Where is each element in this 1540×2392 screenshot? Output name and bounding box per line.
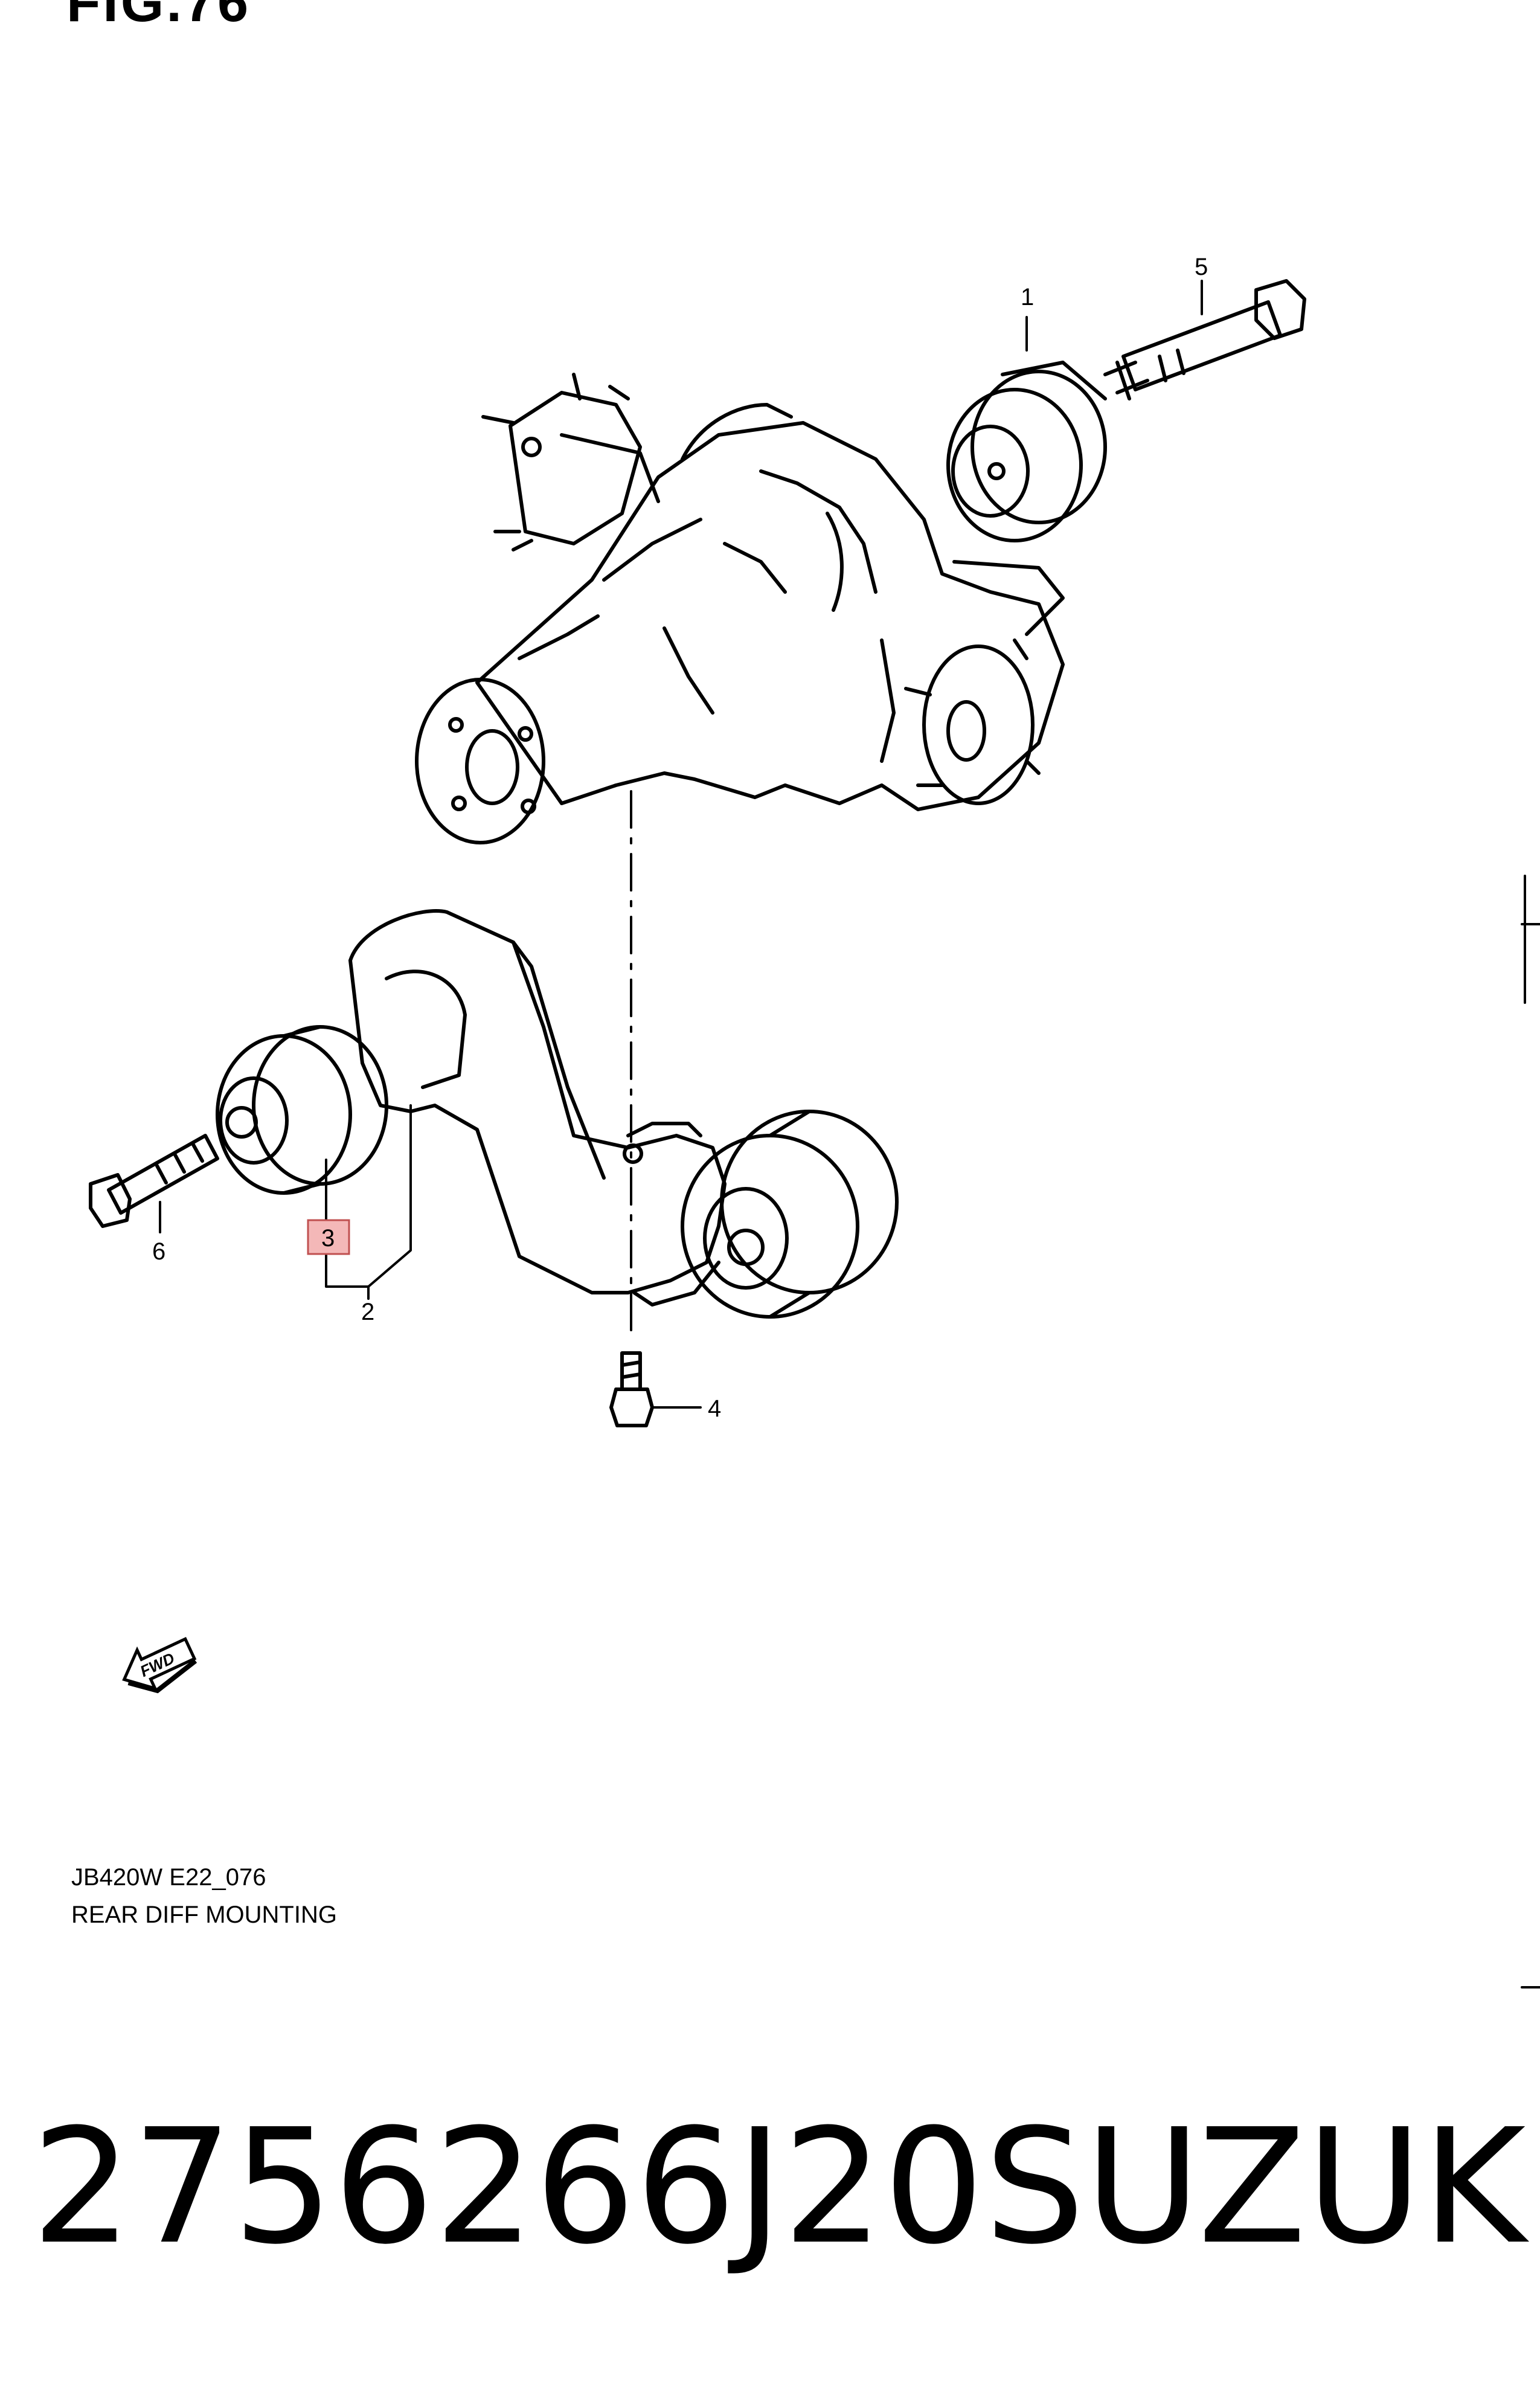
leader-lines — [159, 280, 1203, 1409]
figure-name: REAR DIFF MOUNTING — [71, 1902, 337, 1928]
figure-code: JB420W E22_076 — [71, 1864, 266, 1891]
callout-2: 2 — [361, 1299, 374, 1325]
part-1-bushing — [946, 361, 1107, 542]
part-number: 2756266J20 — [31, 2095, 984, 2279]
left-bushing — [216, 1025, 388, 1195]
brand-name: SUZUKI — [984, 2095, 1540, 2279]
figure-title: FIG.76 — [66, 0, 251, 33]
fwd-arrow-icon: FWD — [122, 1637, 197, 1694]
part-5-bolt — [1103, 279, 1306, 400]
edge-mark — [1521, 875, 1540, 1989]
highlight-box-part-3 — [307, 1219, 350, 1255]
part-6-bolt — [89, 1134, 219, 1228]
callout-4: 4 — [708, 1395, 721, 1422]
parts-diagram: FIG.76 — [66, 0, 1540, 1989]
differential-housing — [415, 373, 1065, 844]
part-2-mount-bracket — [348, 909, 727, 1307]
part-4-bolt — [609, 1351, 654, 1427]
callout-6: 6 — [152, 1238, 165, 1265]
callout-3: 3 — [321, 1225, 335, 1252]
callout-1: 1 — [1021, 284, 1034, 310]
footer-banner — [0, 1993, 1540, 2392]
right-bushing — [681, 1110, 899, 1319]
diagram-drawing: 1 5 3 6 2 4 FWD — [89, 254, 1540, 1989]
callout-5: 5 — [1195, 254, 1208, 280]
